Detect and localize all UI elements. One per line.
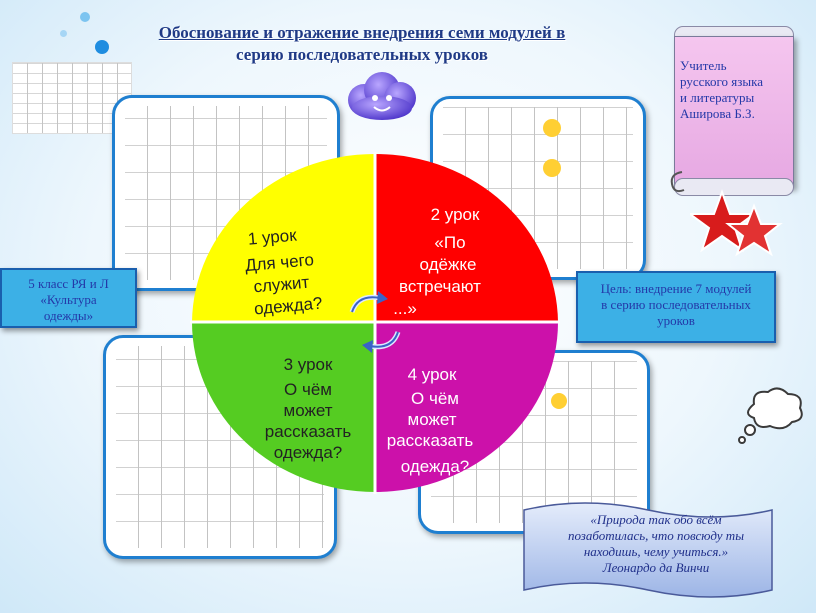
lesson-1-number: 1 урок [247,225,298,248]
emoji-sticker [551,393,567,409]
decor-dot [80,12,90,22]
lesson-wheel: 1 урок Для чего служит одежда? 2 урок «П… [190,152,560,494]
class-line-1: 5 класс РЯ и Л [28,276,109,291]
teacher-line-1: Учитель [680,58,727,73]
document-thumbnail [12,62,132,134]
page-title: Обоснование и отражение внедрения семи м… [112,22,612,66]
lesson-2-text-3: встречают [399,277,481,296]
class-line-2: «Культура [40,292,97,307]
teacher-line-2: русского языка [680,74,764,89]
lesson-3-text-2: может [284,401,333,420]
cycle-arrows-icon [349,291,401,353]
lesson-2-segment [375,154,558,322]
quote-line-1: «Природа так обо всём [590,512,722,527]
lesson-3-label: 3 урок О чём может рассказать одежда? [265,355,352,462]
title-line-1: Обоснование и отражение внедрения семи м… [158,23,566,42]
lesson-4-number: 4 урок [408,365,457,384]
teacher-line-4: Аширова Б.З. [680,106,755,121]
quote-banner [523,502,773,598]
goal-line-1: Цель: внедрение 7 модулей [600,281,752,296]
teacher-line-3: и литературы [680,90,755,105]
scroll-bottom-curl [674,178,794,196]
lesson-3-text-3: рассказать [265,422,352,441]
thought-bubble-icon [738,387,803,444]
lesson-4-text-2: может [408,410,457,429]
lesson-2-number: 2 урок [431,205,480,224]
quote-line-2: позаботилась, что повсюду ты [567,528,745,543]
lesson-3-text-4: одежда? [274,443,342,462]
teacher-info: Учитель русского языка и литературы Ашир… [680,58,790,122]
lesson-4-text-4: одежда? [401,457,469,476]
decor-dot [60,30,67,37]
lesson-2-text-4: ...» [393,299,417,318]
lesson-3-segment [192,322,375,492]
lesson-4-label: 4 урок О чём может рассказать одежда? [387,365,474,476]
goal-line-3: уроков [657,313,695,328]
goal-box: Цель: внедрение 7 модулей в серию послед… [576,271,776,343]
title-line-2: серию последовательных уроков [236,45,488,64]
teacher-scroll [668,18,798,204]
quote-line-3: находишь, чему учиться.» [583,544,729,559]
goal-line-2: в серию последовательных [601,297,751,312]
lesson-1-text-2: служит [253,273,310,297]
emoji-sticker [543,159,561,177]
lesson-3-text-1: О чём [284,380,332,399]
red-stars-icon [690,189,783,257]
lesson-2-text-2: одёжке [420,255,477,274]
emoji-sticker [543,119,561,137]
smiling-cloud-icon [348,72,416,120]
quote-text: «Природа так обо всём позаботилась, что … [556,512,756,576]
quote-author: Леонардо да Винчи [602,560,710,575]
lesson-3-number: 3 урок [284,355,333,374]
scroll-body [674,36,794,188]
lesson-4-text-3: рассказать [387,431,474,450]
lesson-4-segment [375,322,558,492]
class-line-3: одежды» [43,308,94,323]
lesson-4-text-1: О чём [411,389,459,408]
decor-dot [95,40,109,54]
scroll-curl-icon [670,171,685,193]
lesson-1-segment [192,154,375,322]
lesson-2-text-1: «По [434,233,465,252]
class-info-box: 5 класс РЯ и Л «Культура одежды» [0,268,137,328]
lesson-2-label: 2 урок «По одёжке встречают ...» [393,205,481,318]
